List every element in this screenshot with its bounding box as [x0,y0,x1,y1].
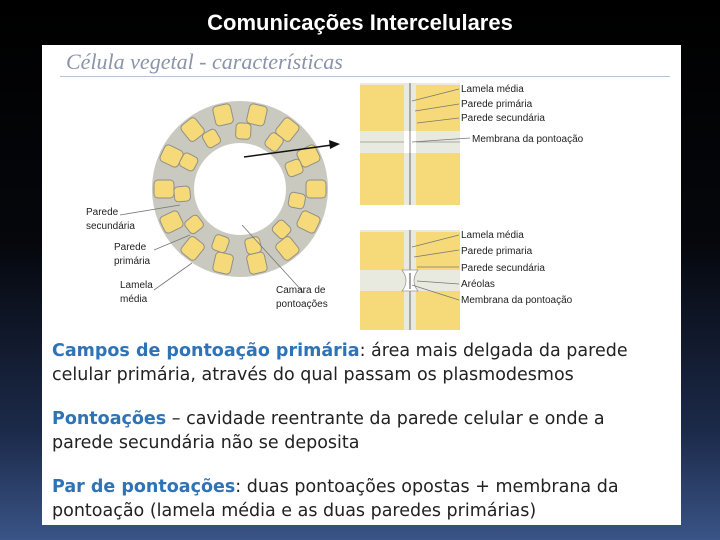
plant-cell [173,185,191,203]
plant-cell [246,103,268,127]
plant-cell [287,191,306,210]
label-lamela-media-bottom: Lamela média [461,230,524,241]
label-camara-pontoacoes: Camara de pontoações [276,285,328,310]
left-leader-lines [119,204,305,294]
label-parede-primaria: Parede primária [114,242,151,267]
definition-separator: – [166,409,187,429]
label-parede-secundaria: Parede secundária [86,207,135,232]
plant-cell [211,234,230,254]
label-parede-secundaria-top: Parede secundária [461,113,545,124]
label-parede-primaria-bottom: Parede primaria [461,246,533,257]
plant-cell [271,219,292,240]
top-leader-lines [411,88,471,143]
content-panel: Célula vegetal - características Parede … [42,45,681,525]
definition-line: celular primária, através do qual passam… [52,365,574,385]
plant-cell [264,132,284,152]
label-lamela-media-left: Lamela média [120,280,156,305]
subtitle-divider [60,76,670,77]
plant-cell [235,122,252,140]
plant-cell [201,128,221,149]
plant-cell [275,236,300,261]
plant-cell [212,251,234,275]
definition-text: cavidade reentrante da parede celular e … [186,409,605,429]
plant-cell [179,152,199,172]
bottom-leader-lines [411,234,460,301]
figure-subtitle: Célula vegetal - características [66,49,343,74]
label-parede-secundaria-bottom: Parede secundária [461,263,545,274]
arrow-head [329,140,340,149]
detail-arrow [243,144,333,158]
definition-line: Par de pontoações: duas pontoações opost… [52,475,681,499]
plant-cell [212,103,234,127]
cell-ring [152,101,328,277]
definition-term: Pontoações [52,409,167,429]
definition-line: Campos de pontoação primária: área mais … [52,339,681,363]
label-membrana-bottom: Membrana da pontoação [461,295,573,306]
definition-text: duas pontoações opostas + membrana da [246,477,619,497]
plant-cell [305,179,327,199]
cell-wall-diagram: Parede secundária Parede primária Lamela… [86,83,584,330]
plant-cell [244,236,262,255]
detail-simple-pit [360,83,460,205]
definition-par: Par de pontoações: duas pontoações opost… [52,475,681,523]
label-areolas: Aréolas [461,279,495,290]
definition-term: Campos de pontoação primária [52,341,360,361]
plant-cell [159,210,184,234]
definition-pontoacoes: Pontoações – cavidade reentrante da pare… [52,407,681,455]
label-parede-primaria-top: Parede primária [461,99,533,110]
plant-cell [180,117,205,142]
slide-title: Comunicações Intercelulares [207,10,513,35]
definition-separator: : [235,477,247,497]
detail-bordered-pit [360,230,460,330]
label-lamela-media-top: Lamela média [461,84,524,95]
plant-cell [153,179,175,199]
definition-line: parede secundária não se deposita [52,433,360,453]
definition-term: Par de pontoações [52,477,236,497]
definition-separator: : [359,341,372,361]
label-membrana-top: Membrana da pontoação [472,134,584,145]
definition-line: Pontoações – cavidade reentrante da pare… [52,407,681,431]
definition-text: área mais delgada da parede [371,341,628,361]
plant-cell [284,158,304,178]
plant-cell [296,210,321,234]
definition-line: pontoação (lamela média e as duas parede… [52,501,537,521]
plant-cell [246,251,268,275]
plant-cell [184,214,204,235]
plant-cell [180,236,205,261]
definition-campos: Campos de pontoação primária: área mais … [52,339,681,387]
